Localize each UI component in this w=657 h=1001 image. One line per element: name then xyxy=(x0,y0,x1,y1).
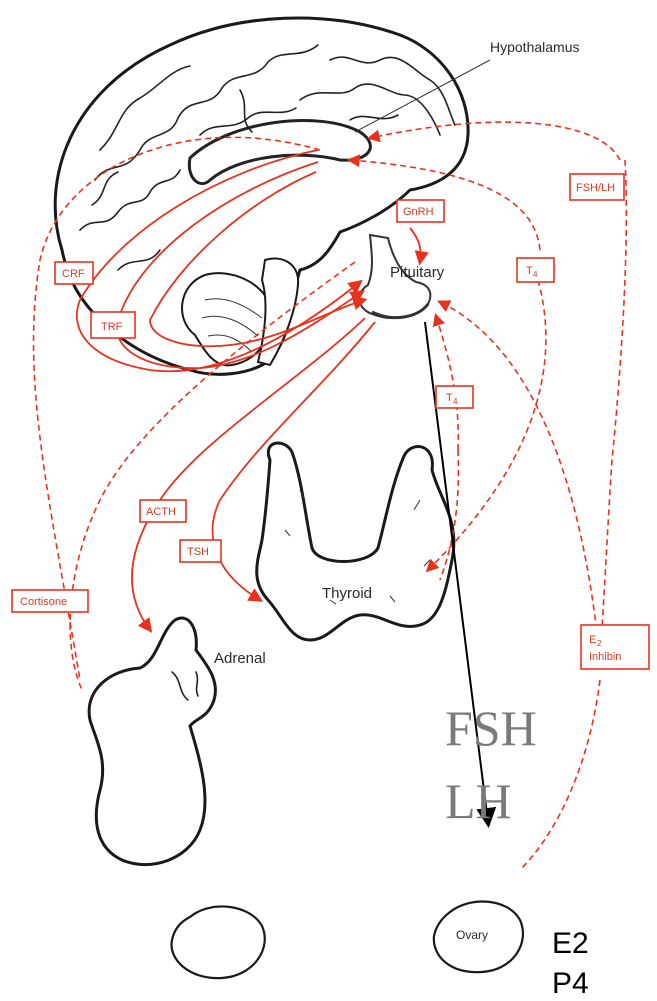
lh-overlay: LH xyxy=(445,773,512,829)
svg-text:TSH: TSH xyxy=(187,546,209,558)
p4-output-label: P4 xyxy=(552,967,589,1000)
svg-text:T: T xyxy=(446,392,453,404)
svg-text:4: 4 xyxy=(453,397,458,406)
hypothalamus-label: Hypothalamus xyxy=(490,39,580,55)
svg-text:E: E xyxy=(589,634,596,646)
svg-text:TRF: TRF xyxy=(101,321,123,333)
svg-text:ACTH: ACTH xyxy=(146,506,176,518)
e2-output-label: E2 xyxy=(552,927,589,960)
crf-box: CRF xyxy=(55,262,93,284)
fsh-overlay: FSH xyxy=(445,700,537,756)
fsh-lh-box: FSH/LH xyxy=(570,174,624,200)
svg-text:FSH/LH: FSH/LH xyxy=(576,182,615,194)
svg-text:CRF: CRF xyxy=(62,268,85,280)
t4-lower-box: T 4 xyxy=(436,386,473,408)
svg-text:Inhibin: Inhibin xyxy=(589,651,621,663)
thyroid-gland xyxy=(257,443,454,640)
left-ovary xyxy=(171,906,264,978)
cortisone-box: Cortisone xyxy=(12,590,88,612)
svg-text:T: T xyxy=(526,265,533,277)
tsh-box: TSH xyxy=(180,540,221,562)
gnrh-box: GnRH xyxy=(397,200,444,222)
svg-text:2: 2 xyxy=(597,639,602,648)
trf-box: TRF xyxy=(91,312,135,338)
e2-inhibin-box: E 2 Inhibin xyxy=(581,625,649,669)
thyroid-label: Thyroid xyxy=(322,585,372,602)
acth-box: ACTH xyxy=(140,500,186,522)
adrenal-kidney xyxy=(89,618,215,865)
svg-text:4: 4 xyxy=(533,270,538,279)
pituitary-label: Pituitary xyxy=(390,264,445,281)
svg-text:Cortisone: Cortisone xyxy=(20,596,67,608)
t4-upper-box: T 4 xyxy=(517,258,554,282)
adrenal-label: Adrenal xyxy=(214,650,266,667)
svg-text:GnRH: GnRH xyxy=(403,206,434,218)
ovary-label: Ovary xyxy=(456,928,488,942)
